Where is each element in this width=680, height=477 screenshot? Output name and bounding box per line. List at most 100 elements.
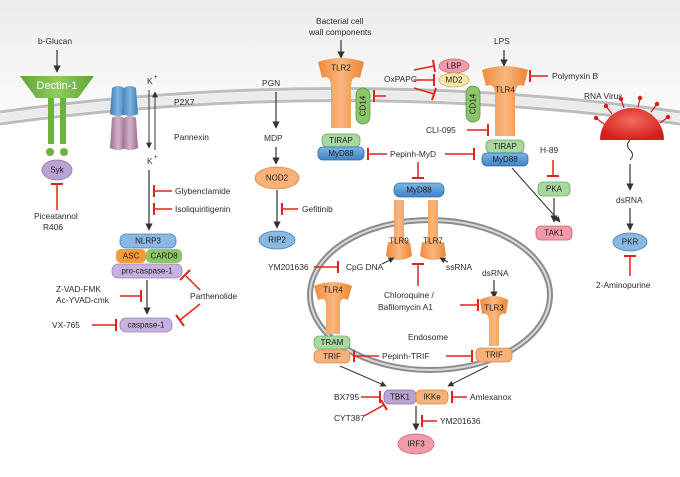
nod2-node	[254, 166, 300, 190]
myd88-center-label: MyD88	[406, 186, 432, 195]
mdp-label: MDP	[264, 133, 283, 143]
cd14-right-node	[465, 85, 481, 123]
arrow-myd88-tak1	[511, 167, 561, 223]
pepinh-myd-label: Pepinh-MyD	[390, 149, 436, 159]
k-bottom-label: K	[147, 156, 153, 166]
acyvad-label: Ac-YVAD-cmk	[56, 295, 110, 305]
oxpapc-label: OxPAPC	[384, 74, 417, 84]
glybenclamide-label: Glybenclamide	[175, 186, 231, 196]
chloroquine-label-1: Chloroquine /	[384, 290, 434, 300]
card8-label: CARD8	[150, 252, 178, 261]
pka-label: PKA	[546, 185, 563, 194]
rna-virus-particle	[593, 95, 671, 140]
asc-label: ASC	[123, 252, 140, 261]
md2-label: MD2	[446, 76, 463, 85]
dectin1-receptor: Dectin-1	[20, 76, 94, 144]
inhib-oxpapc-lbp	[413, 65, 435, 71]
tirap-right-label: TIRAP	[493, 142, 517, 151]
gefitinib-label: Gefitinib	[302, 204, 333, 214]
k-top-plus: +	[154, 75, 158, 81]
vx765-label: VX-765	[52, 320, 80, 330]
aminopurine-label: 2-Aminopurine	[596, 280, 651, 290]
pkr-label: PKR	[622, 238, 639, 247]
cd14-left-node	[355, 87, 371, 125]
inhib-oxpapc-cd14r-bar	[431, 87, 437, 101]
trif-left-node	[313, 349, 351, 364]
inhib-parthenolide-2	[179, 303, 201, 321]
svg-text:TLR4: TLR4	[323, 286, 343, 295]
cpg-label: CpG DNA	[346, 262, 384, 272]
svg-text:TLR3: TLR3	[484, 304, 504, 313]
pepinh-trif-label: Pepinh-TRIF	[382, 351, 429, 361]
arrow-trif-left-tbk1	[339, 365, 387, 387]
procaspase-label: pro-caspase-1	[121, 267, 173, 276]
tak1-label: TAK1	[544, 229, 564, 238]
bacterial-label-1: Bacterial cell	[316, 16, 364, 26]
inhib-parthenolide-1-bar	[179, 269, 191, 281]
dectin1-itam-left	[46, 148, 54, 156]
dsrna-endo-label: dsRNA	[482, 268, 509, 278]
ssrna-label: ssRNA	[446, 262, 472, 272]
piceatannol-label: Piceatannol	[34, 211, 78, 221]
h89-label: H-89	[540, 145, 558, 155]
cli095-label: CLI-095	[426, 125, 456, 135]
inhib-cyt387	[363, 404, 385, 417]
tlr4-surface-receptor: TLR4	[482, 66, 528, 136]
myd88-left-label: MyD88	[328, 149, 354, 158]
md2-node	[438, 72, 470, 88]
zvad-label: Z-VAD-FMK	[56, 284, 101, 294]
trif-left-label: TRIF	[323, 352, 341, 361]
pgn-label: PGN	[262, 78, 280, 88]
inhib-parthenolide-1	[185, 275, 201, 291]
tak1-node	[535, 225, 573, 241]
ym-left-label: YM201636	[268, 262, 309, 272]
tlr3-receptor: TLR3	[480, 296, 508, 346]
tlr4-endo-receptor: TLR4	[314, 282, 352, 334]
myd88-left-node	[317, 146, 365, 161]
card8-node	[146, 249, 182, 263]
rna-virus-label: RNA Virus	[584, 91, 622, 101]
rip2-label: RIP2	[268, 236, 286, 245]
tirap-left-label: TIRAP	[329, 136, 353, 145]
ym-bottom-label: YM201636	[440, 416, 481, 426]
svg-text:TLR9: TLR9	[389, 237, 409, 246]
pannexin-label: Pannexin	[174, 132, 209, 142]
viral-rna-strand	[627, 139, 633, 161]
svg-text:TLR2: TLR2	[331, 64, 351, 73]
tram-label: TRAM	[321, 338, 344, 347]
trif-right-label: TRIF	[485, 351, 503, 360]
r406-label: R406	[43, 222, 63, 232]
cd14-left-label: CD14	[359, 95, 368, 116]
dsrna-cyto-label: dsRNA	[616, 195, 643, 205]
isoliquiritigenin-label: Isoliquiritigenin	[175, 204, 231, 214]
dectin1-itam-right	[60, 148, 68, 156]
lps-label: LPS	[494, 36, 510, 46]
tbk1-label: TBK1	[390, 393, 411, 402]
trif-right-node	[475, 347, 513, 363]
nlrp3-node	[119, 233, 177, 249]
caspase1-node	[119, 317, 173, 333]
ikke-label: IKKe	[423, 393, 441, 402]
tlr9-receptor: TLR9	[386, 200, 412, 260]
asc-node	[116, 249, 146, 263]
rip2-node	[258, 230, 296, 250]
endosome-label: Endosome	[408, 332, 448, 342]
inhib-parthenolide-2-bar	[175, 314, 185, 327]
arrow-cpg-tlr9	[381, 257, 395, 265]
pannexin-channel	[110, 116, 138, 150]
bacterial-label-2: wall components	[308, 27, 371, 37]
svg-text:TLR4: TLR4	[495, 86, 515, 95]
inhib-cyt387-bar	[380, 399, 388, 411]
cyt387-label: CYT387	[334, 413, 365, 423]
myd88-right-label: MyD88	[492, 155, 518, 164]
arrow-trif-right-ikke	[447, 365, 489, 387]
chloroquine-label-2: Bafilomycin A1	[378, 302, 433, 312]
nlrp3-label: NLRP3	[135, 237, 161, 246]
tlr2-receptor: TLR2	[318, 58, 364, 128]
arrow-ssrna-tlr7	[439, 257, 449, 264]
tlr7-receptor: TLR7	[420, 200, 446, 260]
inhib-oxpapc-cd14r	[413, 87, 435, 95]
procaspase-node	[111, 263, 183, 279]
